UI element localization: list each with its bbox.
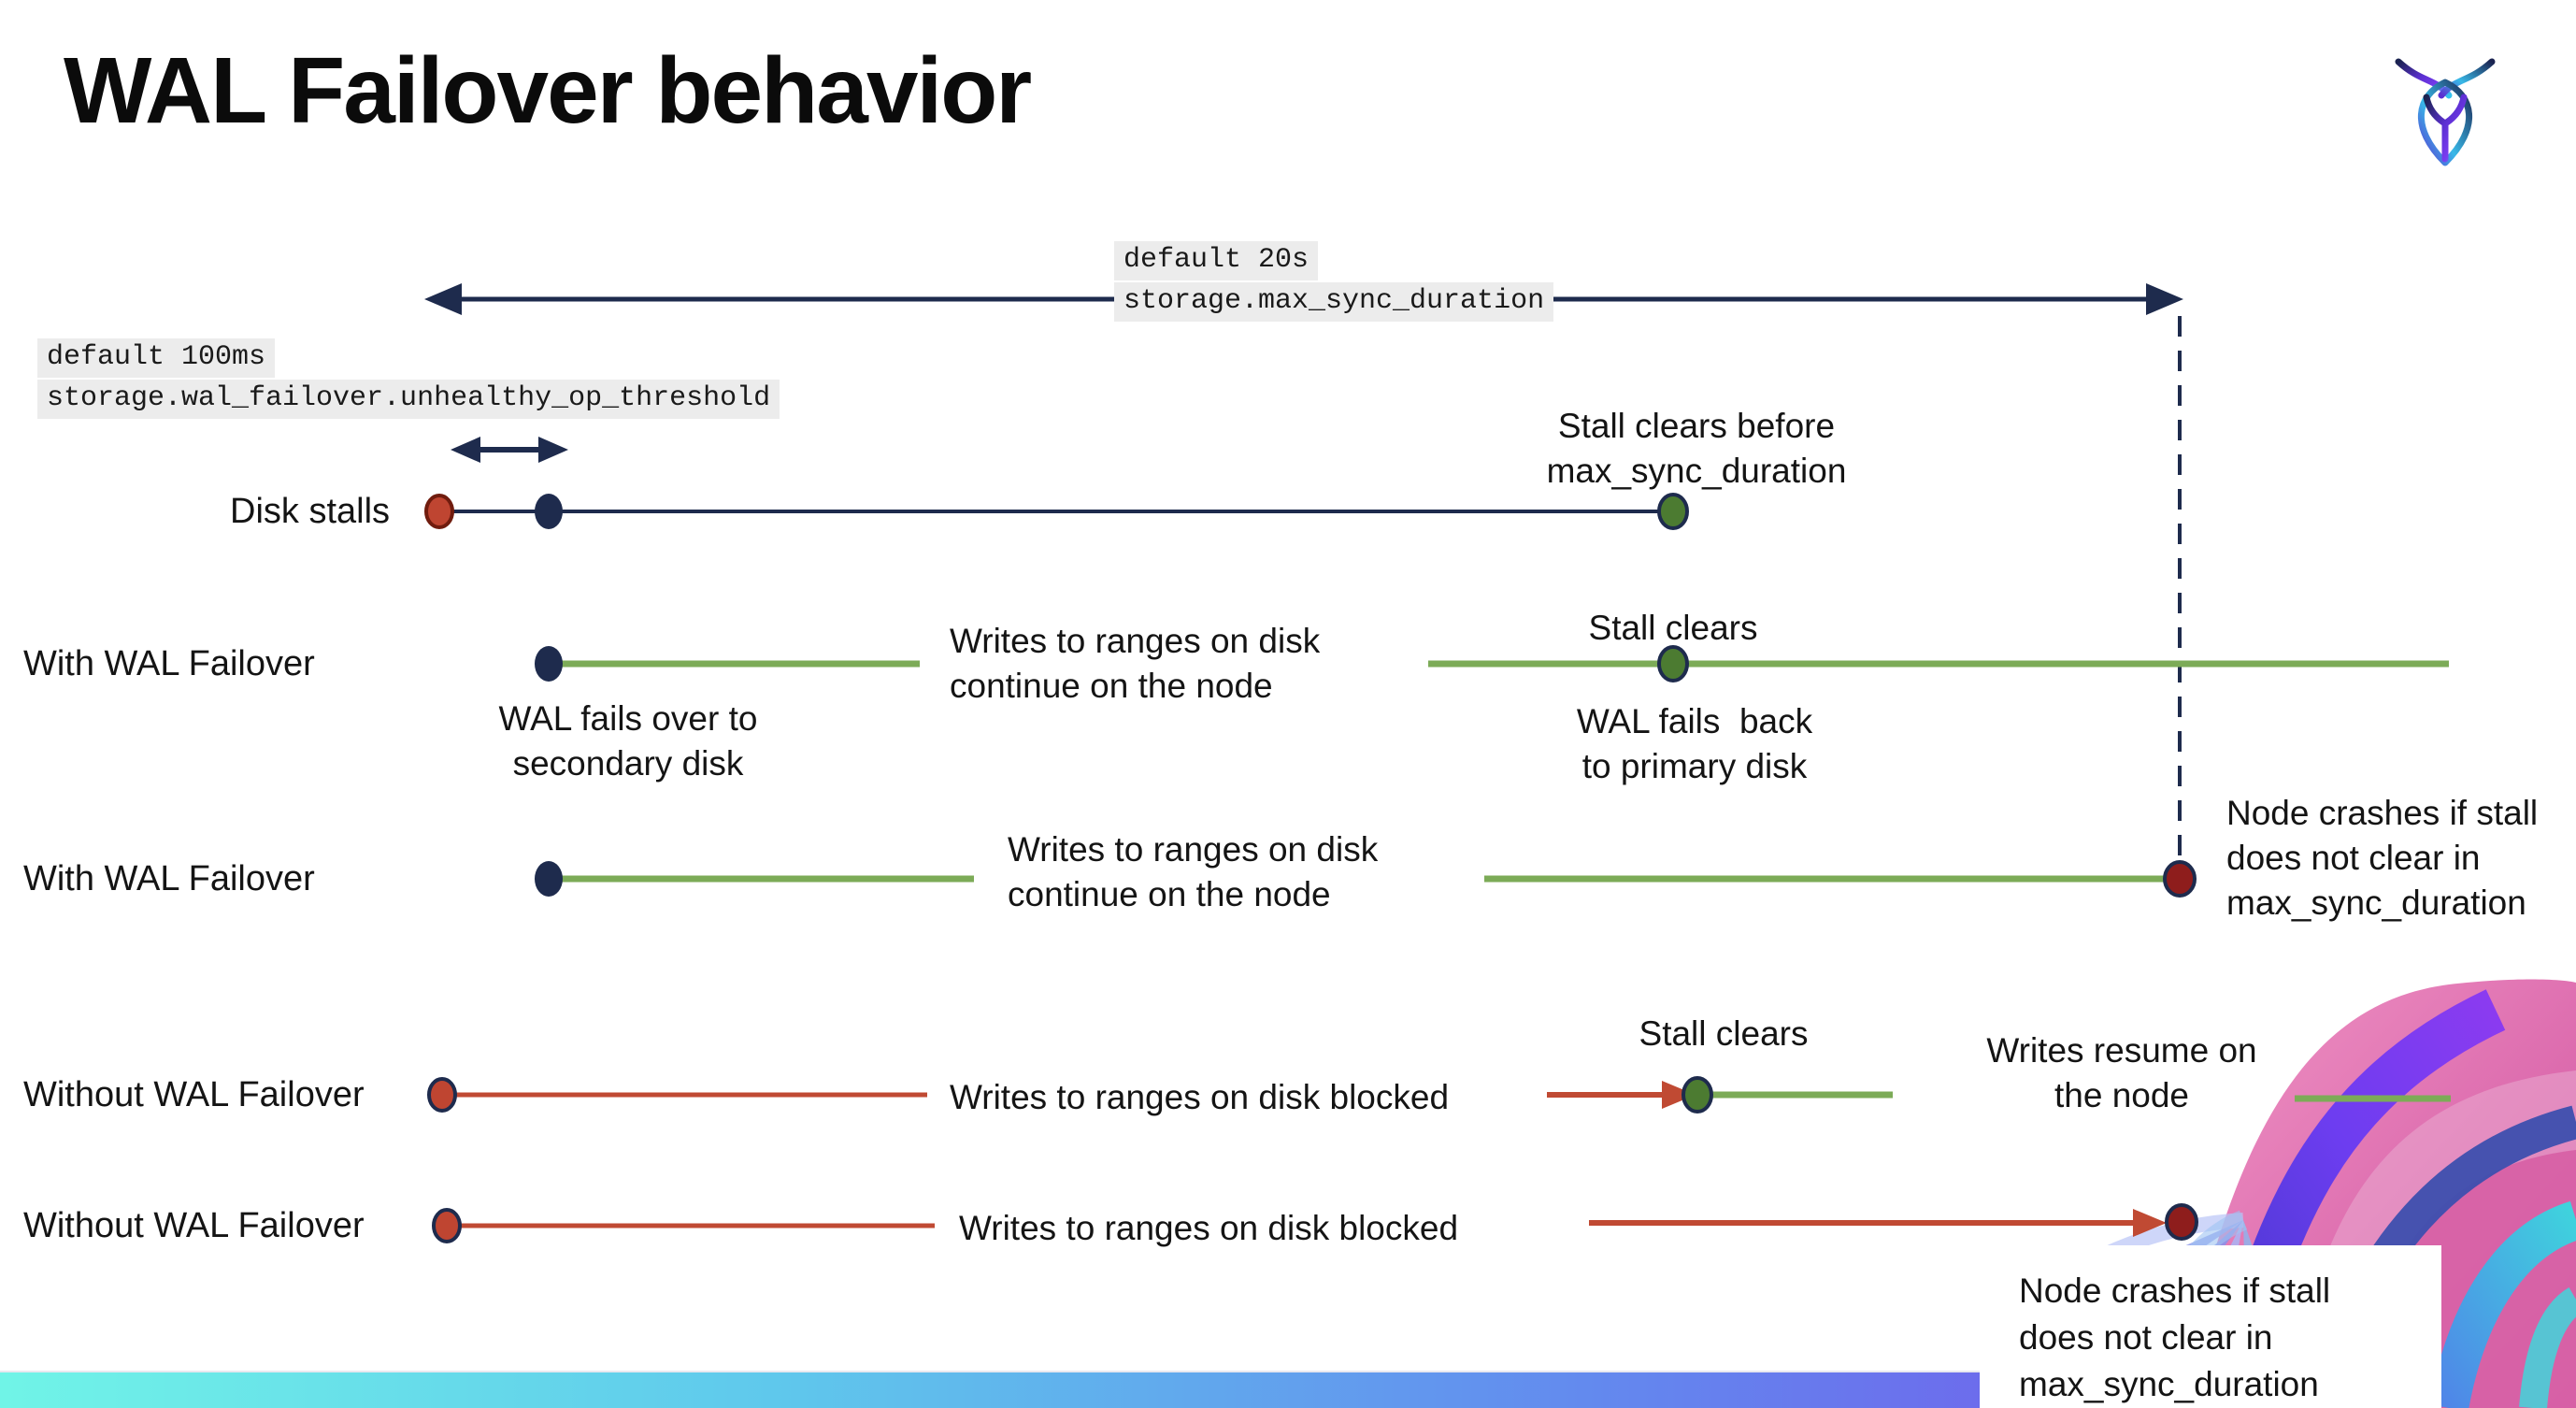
writes-resume-note: Writes resume on the node: [1986, 1031, 2257, 1114]
timeline-with-wal-failover-1: [535, 645, 2449, 682]
unhealthy-op-threshold-arrow: [451, 437, 568, 463]
red-arrowhead: [2133, 1209, 2167, 1237]
node-crash-note-2: Node crashes if stall does not clear in …: [2019, 1272, 2331, 1403]
cockroachdb-logo: [2389, 45, 2501, 166]
stall-clears-before-note: Stall clears before max_sync_duration: [1546, 407, 1847, 490]
max-sync-duration-label: default 20s storage.max_sync_duration: [1114, 241, 1554, 323]
art-teal-arc: [2429, 1200, 2576, 1408]
logo-antenna-left: [2395, 58, 2453, 99]
node-crash-dot: [2163, 860, 2197, 898]
stall-start-dot: [427, 1077, 457, 1113]
unhealthy-op-threshold-label: default 100ms storage.wal_failover.unhea…: [37, 338, 780, 421]
timeline-with-wal-failover-2: [535, 860, 2197, 898]
stall-clears-label-1: Stall clears: [1588, 609, 1758, 647]
writes-continue-note-2: Writes to ranges on disk continue on the…: [1008, 830, 1379, 913]
row-label-with-wal-failover-2: With WAL Failover: [23, 859, 315, 898]
page-title: WAL Failover behavior: [64, 38, 1032, 143]
stall-clears-dot: [1657, 645, 1689, 682]
red-arrowhead: [1662, 1081, 1696, 1109]
stall-clears-dot: [1657, 493, 1689, 530]
row-label-disk-stalls: Disk stalls: [230, 492, 391, 531]
stall-clears-label-2: Stall clears: [1639, 1014, 1809, 1053]
failover-threshold-dot: [535, 494, 563, 529]
timeline-without-wal-failover-1: [427, 1076, 2451, 1113]
writes-continue-note-1: Writes to ranges on disk continue on the…: [950, 622, 1321, 705]
failover-start-dot: [535, 861, 563, 897]
stall-clears-dot: [1682, 1076, 1713, 1113]
failover-start-dot: [535, 646, 563, 682]
timeline-without-wal-failover-2: [432, 1203, 2198, 1243]
node-crash-dot: [2165, 1203, 2198, 1241]
logo-antenna-right: [2438, 58, 2496, 99]
node-crash-callout-box: Node crashes if stall does not clear in …: [1980, 1245, 2441, 1408]
row-label-without-wal-failover-2: Without WAL Failover: [23, 1206, 365, 1245]
logo-stem: [2423, 93, 2468, 163]
node-crash-note-1: Node crashes if stall does not clear in …: [2226, 794, 2539, 922]
wal-fails-over-note: WAL fails over to secondary disk: [498, 699, 758, 783]
disk-stall-start-dot: [424, 494, 454, 529]
writes-blocked-note-2: Writes to ranges on disk blocked: [959, 1209, 1459, 1247]
writes-blocked-note-1: Writes to ranges on disk blocked: [950, 1078, 1450, 1116]
row-label-with-wal-failover-1: With WAL Failover: [23, 644, 315, 683]
timeline-disk-stalls: [424, 493, 1689, 530]
row-label-without-wal-failover-1: Without WAL Failover: [23, 1075, 365, 1114]
art-teal-arc: [2519, 1287, 2576, 1408]
stall-start-dot: [432, 1208, 462, 1243]
wal-fails-back-note: WAL fails back to primary disk: [1576, 702, 1813, 785]
